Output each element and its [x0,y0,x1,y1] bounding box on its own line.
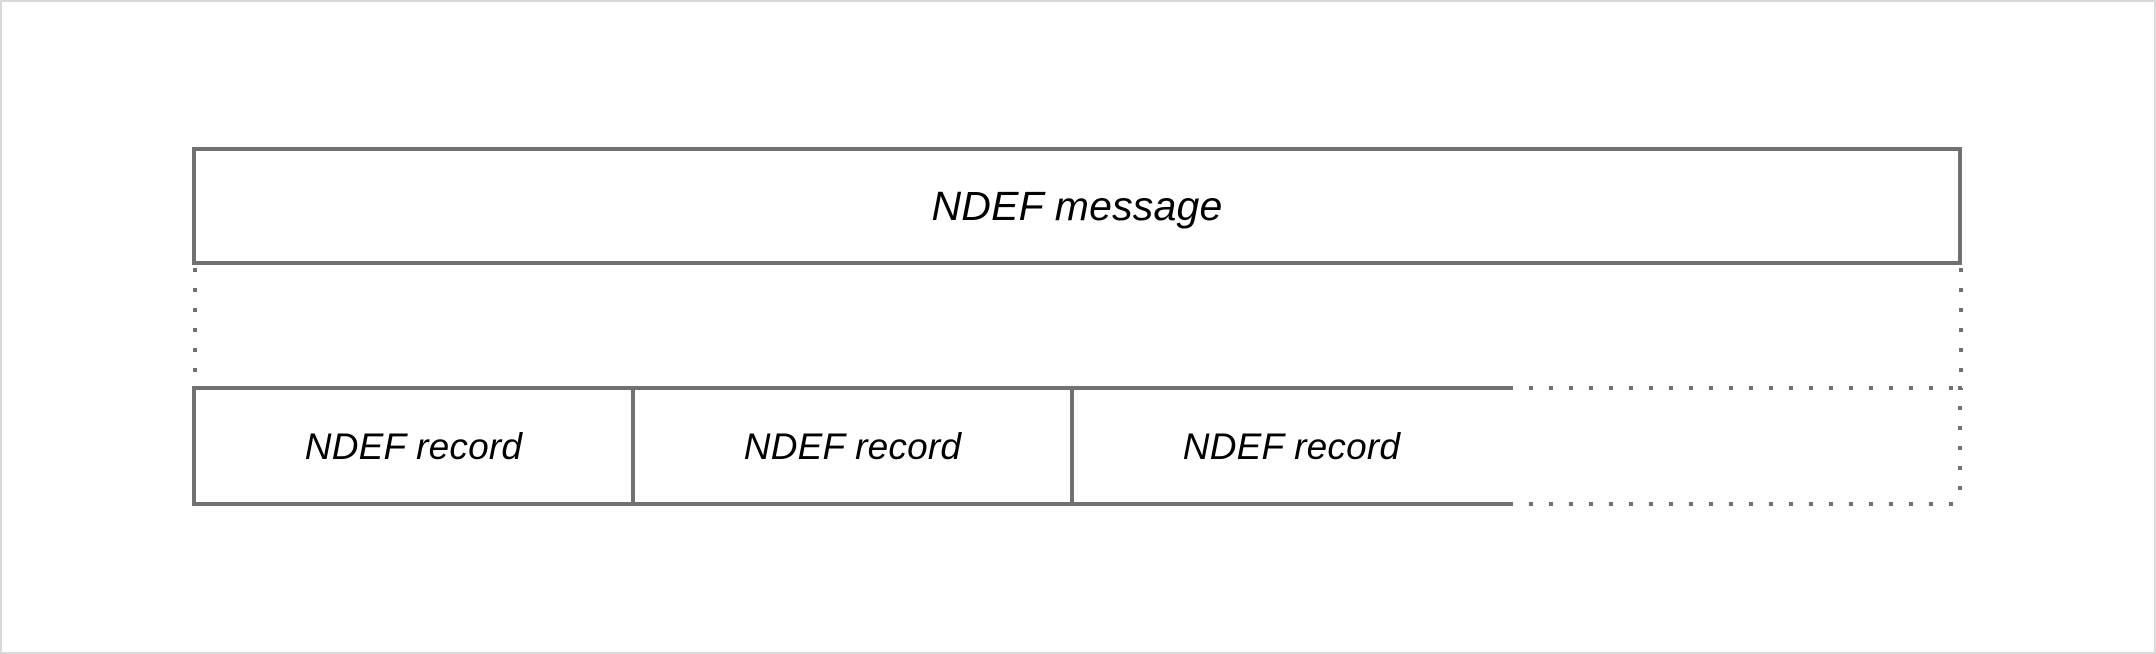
ndef-message-box: NDEF message [192,147,1962,265]
ndef-records-continuation-dotted-box [1509,386,1962,506]
ndef-records-row: NDEF record NDEF record NDEF record [192,386,1962,506]
ndef-record-box-2: NDEF record [631,386,1074,506]
right-connector-dotted-line [1959,268,1963,390]
ndef-record-box-3: NDEF record [1070,386,1513,506]
continuation-top-edge [1509,386,1962,390]
continuation-right-edge [1958,386,1962,506]
ndef-record-box-1: NDEF record [192,386,635,506]
ndef-record-label-1: NDEF record [304,425,523,467]
continuation-bottom-edge [1509,502,1962,506]
ndef-message-label: NDEF message [931,182,1223,229]
ndef-record-label-2: NDEF record [743,425,962,467]
left-connector-dotted-line [193,268,197,390]
ndef-record-label-3: NDEF record [1182,425,1401,467]
